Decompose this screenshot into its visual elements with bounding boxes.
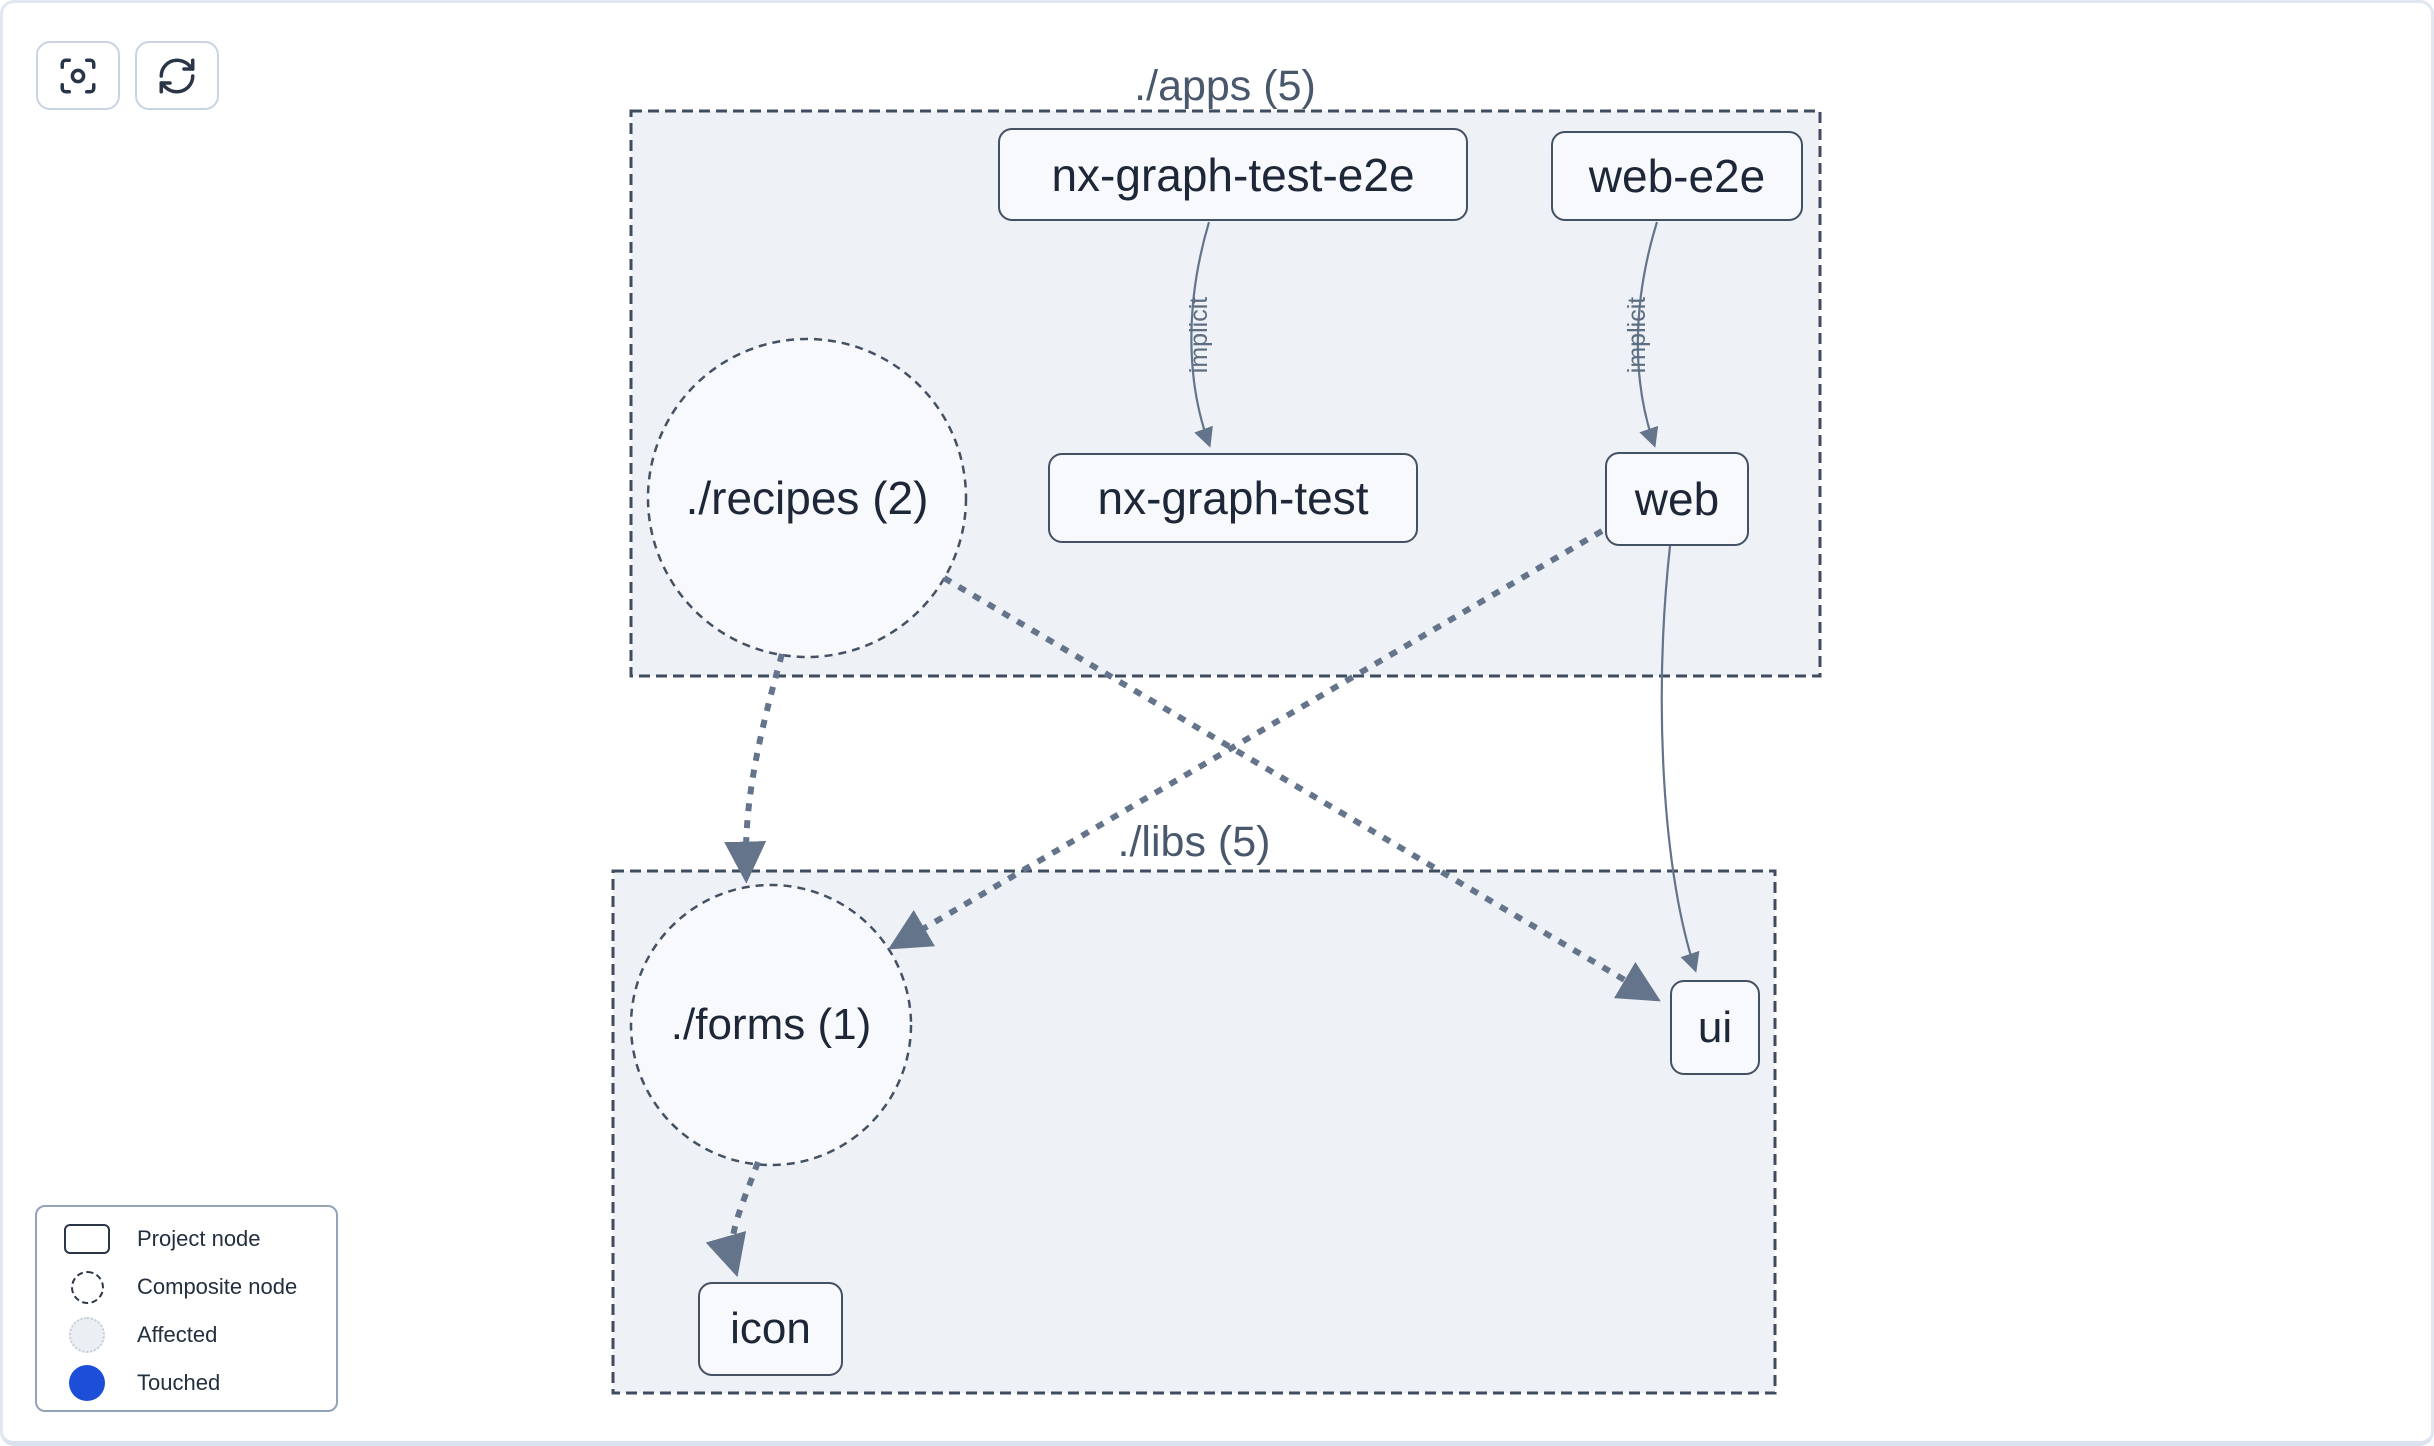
refresh-graph-button[interactable] <box>135 41 219 110</box>
legend-row-touched: Touched <box>37 1359 336 1407</box>
edge-web-to-ui <box>1660 545 1700 973</box>
edge-recipes-to-ui <box>942 575 1661 1002</box>
edge-recipes-to-forms <box>724 653 785 884</box>
center-crosshair-icon <box>57 55 99 97</box>
node-recipes-circle[interactable] <box>646 337 968 659</box>
legend-panel: Project node Composite node Affected Tou… <box>35 1205 338 1412</box>
touched-swatch <box>69 1365 105 1401</box>
node-icon[interactable]: icon <box>698 1282 843 1376</box>
legend-label-composite: Composite node <box>137 1274 298 1299</box>
composite-node-swatch <box>70 1270 104 1304</box>
legend-label-project: Project node <box>137 1226 261 1251</box>
center-graph-button[interactable] <box>36 41 120 110</box>
legend-label-touched: Touched <box>137 1370 221 1395</box>
legend-label-affected: Affected <box>137 1322 218 1347</box>
legend-row-affected: Affected <box>37 1311 336 1359</box>
refresh-icon <box>156 55 198 97</box>
project-node-swatch <box>64 1224 110 1254</box>
edge-nx-graph-test-e2e-to-nx-graph-test <box>1190 221 1213 448</box>
node-forms-circle[interactable] <box>629 883 913 1167</box>
cluster-apps-label: ./apps (5) <box>1134 61 1316 110</box>
edge-label-implicit-1: implicit <box>1184 296 1213 374</box>
node-web-e2e[interactable]: web-e2e <box>1551 131 1803 221</box>
node-web[interactable]: web <box>1605 452 1749 546</box>
cluster-libs-label: ./libs (5) <box>1117 817 1271 866</box>
edge-label-implicit-2: implicit <box>1622 296 1651 374</box>
legend-row-project: Project node <box>37 1215 336 1263</box>
node-nx-graph-test[interactable]: nx-graph-test <box>1048 453 1418 543</box>
node-ui[interactable]: ui <box>1670 980 1760 1075</box>
legend-row-composite: Composite node <box>37 1263 336 1311</box>
edge-web-e2e-to-web <box>1636 221 1659 448</box>
affected-swatch <box>69 1317 105 1353</box>
node-nx-graph-test-e2e[interactable]: nx-graph-test-e2e <box>998 128 1468 221</box>
